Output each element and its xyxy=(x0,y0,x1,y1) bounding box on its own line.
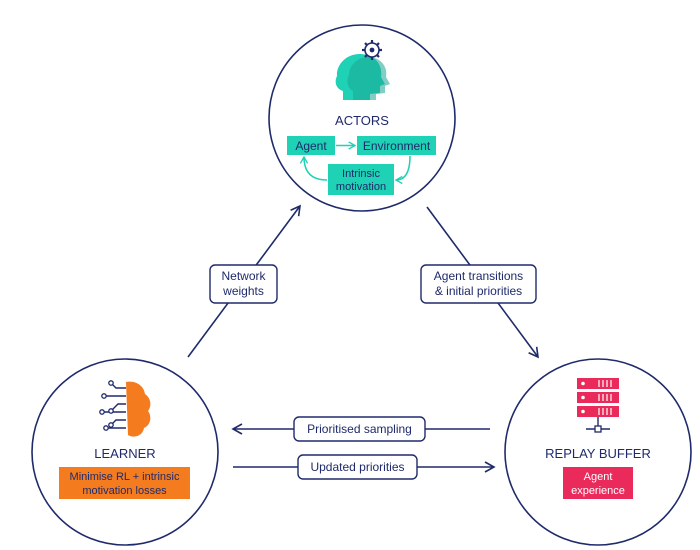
network-weights-line2: weights xyxy=(222,284,264,298)
agent-transitions-line1: Agent transitions xyxy=(434,269,523,283)
network-weights-label-box: Network weights xyxy=(209,264,278,304)
replay-buffer-title: REPLAY BUFFER xyxy=(545,446,651,461)
environment-box xyxy=(357,136,436,155)
learner-loss-line2: motivation losses xyxy=(82,485,167,497)
learner-title: LEARNER xyxy=(94,446,155,461)
agent-box xyxy=(287,136,335,155)
replay-buffer-node: REPLAY BUFFER Agent experience xyxy=(504,358,692,546)
intrinsic-motivation-line2: motivation xyxy=(336,181,386,193)
updated-priorities-label-box: Updated priorities xyxy=(297,454,418,480)
agent-experience-line1: Agent xyxy=(584,471,613,483)
intrinsic-motivation-box xyxy=(328,164,394,195)
learner-node: LEARNER Minimise RL + intrinsic motivati… xyxy=(31,358,219,546)
environment-to-intrinsic-arrow xyxy=(394,155,411,185)
environment-label: Environment xyxy=(363,139,431,153)
learner-loss-box xyxy=(59,467,190,499)
agent-transitions-label-box: Agent transitions & initial priorities xyxy=(420,264,537,304)
brain-circuit-icon xyxy=(99,380,151,437)
agent-experience-box xyxy=(563,467,633,499)
actors-node: ACTORS Agent Environment Intrinsic motiv… xyxy=(268,24,456,212)
learner-loss-line1: Minimise RL + intrinsic xyxy=(70,471,180,483)
agent-experience-line2: experience xyxy=(571,485,625,497)
prioritised-sampling-label: Prioritised sampling xyxy=(307,422,412,436)
prioritised-sampling-label-box: Prioritised sampling xyxy=(293,416,426,442)
head-with-gear-icon xyxy=(335,40,390,100)
intrinsic-motivation-line1: Intrinsic xyxy=(342,168,380,180)
intrinsic-to-agent-arrow xyxy=(299,155,328,181)
server-stack-icon xyxy=(577,378,619,433)
agent-transitions-line2: & initial priorities xyxy=(435,284,522,298)
agent-label: Agent xyxy=(295,139,327,153)
network-weights-line1: Network xyxy=(221,269,266,283)
actors-title: ACTORS xyxy=(335,113,389,128)
updated-priorities-label: Updated priorities xyxy=(310,460,404,474)
